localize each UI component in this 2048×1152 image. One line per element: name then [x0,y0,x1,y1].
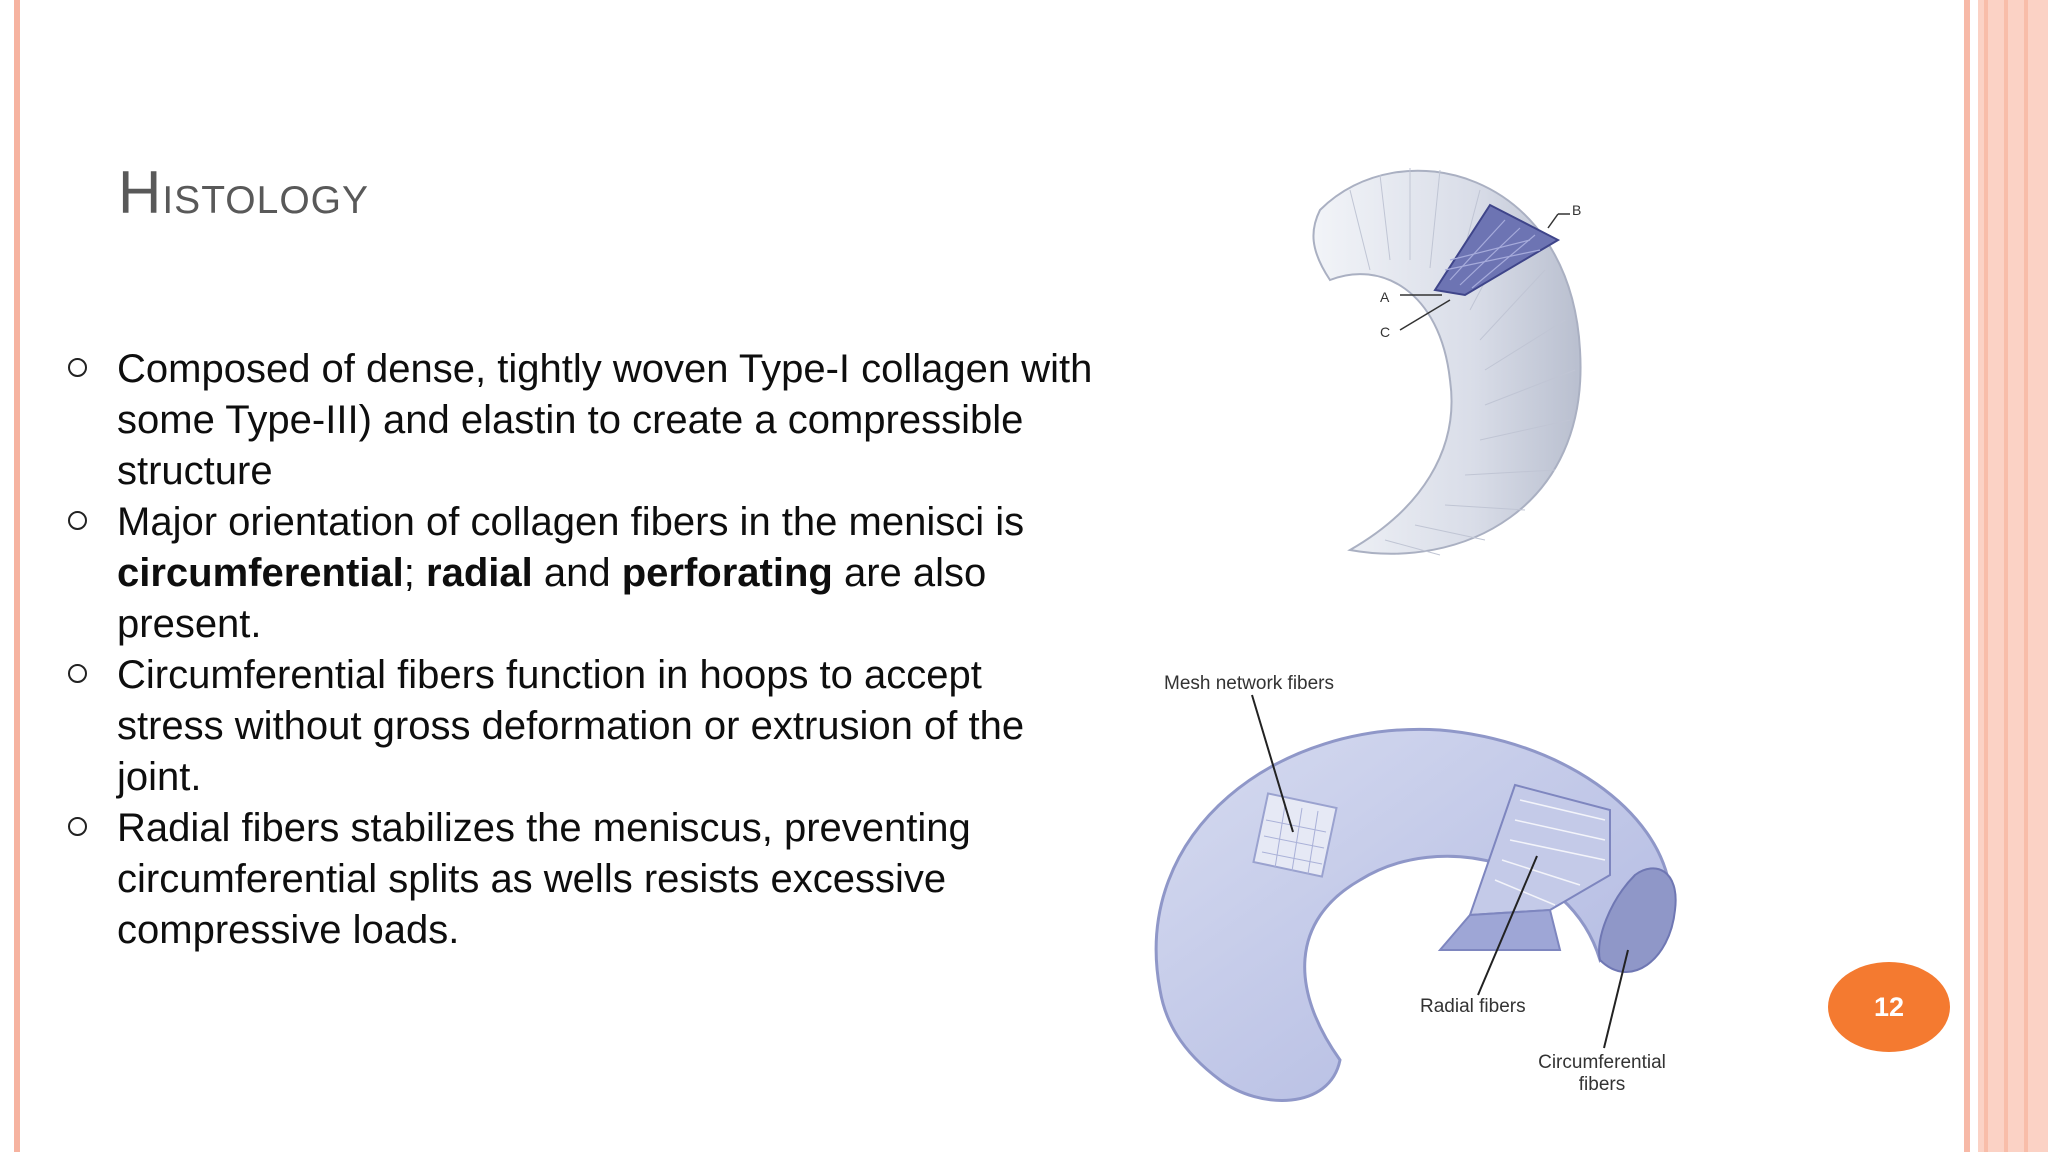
bullet-text: and [532,551,622,595]
leader-circumferential [1603,949,1629,1049]
figure-label-circ-line1: Circumferential [1538,1052,1666,1073]
mesh-patch [1252,792,1338,878]
bullet-text: ; [403,551,427,595]
frame-stripe-left [14,0,20,1152]
page-number-badge: 12 [1828,962,1950,1052]
figure-label-c: C [1380,324,1391,340]
slide-title-initial: H [118,159,163,226]
frame-band [2024,0,2028,1152]
figure-label-a: A [1380,289,1390,305]
frame-stripe-right-inner [1964,0,1970,1152]
bullet-text: Major orientation of collagen fibers in … [117,500,1025,544]
radial-fiber-lines [1494,799,1606,906]
bullet-circle-icon [68,511,87,530]
bullet-circle-icon [68,817,87,836]
leader-b [1547,213,1559,229]
wedge-mesh [1444,219,1541,289]
ring-body [1312,169,1582,555]
meniscus-body [1154,727,1672,1102]
slide-title: Histology [118,158,369,227]
bullet-text: Composed of dense, tightly woven Type-I … [117,347,1093,493]
bullet-text-bold: perforating [621,551,833,595]
bullet-list: Composed of dense, tightly woven Type-I … [68,344,1098,956]
figure-label-mesh: Mesh network fibers [1164,673,1335,694]
bullet-item: Radial fibers stabilizes the meniscus, p… [68,803,1098,956]
figure-label-circ-line2: fibers [1578,1074,1626,1095]
meniscus-section-figure [1154,694,1677,1102]
bullet-circle-icon [68,358,87,377]
slide-title-rest: istology [162,162,370,225]
leader-mesh [1251,694,1294,833]
mesh-lines [1261,804,1327,875]
figure-label-circumferential: Circumferential fibers [1536,1052,1668,1096]
bullet-text: are also present. [117,551,987,646]
bullet-text-bold: radial [426,551,533,595]
bullet-item: Circumferential fibers function in hoops… [68,650,1098,803]
bullet-item: Composed of dense, tightly woven Type-I … [68,344,1098,497]
leader-c [1399,299,1451,331]
figure-label-b: B [1572,202,1582,218]
bullet-item: Major orientation of collagen fibers in … [68,497,1098,650]
frame-band [1984,0,1988,1152]
frame-band [2004,0,2008,1152]
bullet-text: Radial fibers stabilizes the meniscus, p… [117,806,971,952]
figure-label-radial: Radial fibers [1420,996,1526,1017]
bullet-text: Circumferential fibers function in hoops… [117,653,1025,799]
bullet-circle-icon [68,664,87,683]
bullet-text-bold: circumferential [117,551,404,595]
radial-cut-base [1437,908,1562,951]
frame-stripe-right-outer [1978,0,2048,1152]
leader-radial [1477,855,1538,996]
meniscus-ring-figure [1312,168,1582,556]
circumferential-cut [1598,867,1677,973]
